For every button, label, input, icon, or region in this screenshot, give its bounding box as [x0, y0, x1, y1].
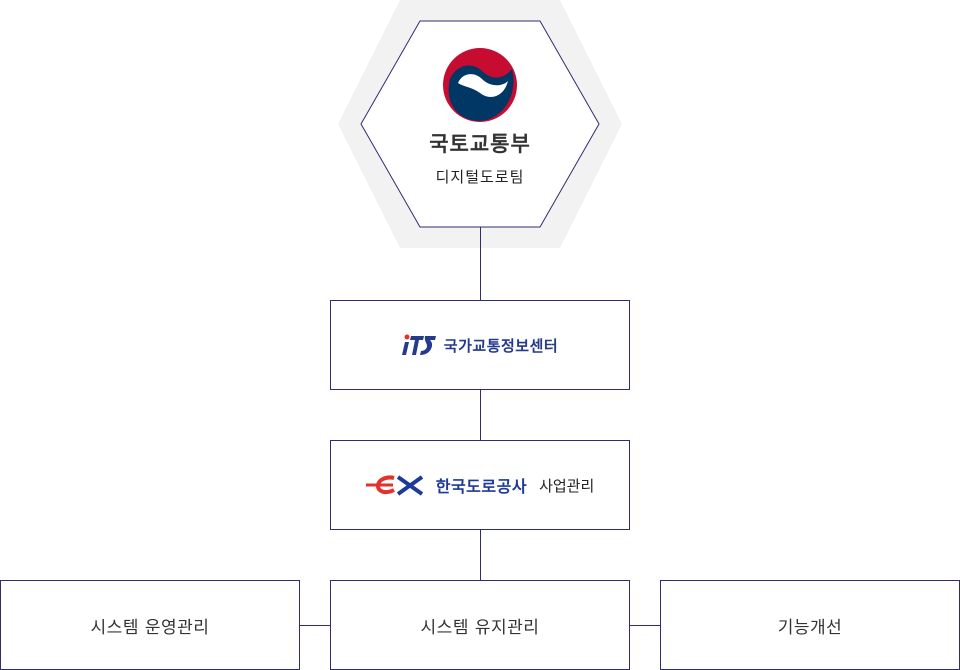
hexagon-frame: [360, 20, 600, 228]
ex-logo: [365, 474, 424, 496]
expressway-role: 사업관리: [539, 476, 595, 495]
its-center-name: 국가교통정보센터: [443, 336, 559, 355]
expressway-box: 한국도로공사 사업관리: [330, 440, 630, 530]
leaf-box-operation: 시스템 운영관리: [0, 580, 300, 670]
leaf-box-maintenance: 시스템 유지관리: [330, 580, 630, 670]
government-emblem-icon: [443, 48, 517, 122]
leaf-label-maintenance: 시스템 유지관리: [420, 617, 540, 638]
its-logo: [401, 334, 436, 356]
expressway-name: 한국도로공사: [435, 477, 528, 496]
team-name: 디지털도로팀: [435, 168, 525, 186]
leaf-box-improvement: 기능개선: [660, 580, 960, 670]
ex-logo-icon: [365, 475, 423, 496]
ministry-name: 국토교통부: [429, 132, 531, 156]
leaf-label-operation: 시스템 운영관리: [90, 617, 210, 638]
its-logo-icon: [401, 334, 436, 355]
its-center-box: 국가교통정보센터: [330, 300, 630, 390]
leaf-label-improvement: 기능개선: [777, 617, 843, 638]
